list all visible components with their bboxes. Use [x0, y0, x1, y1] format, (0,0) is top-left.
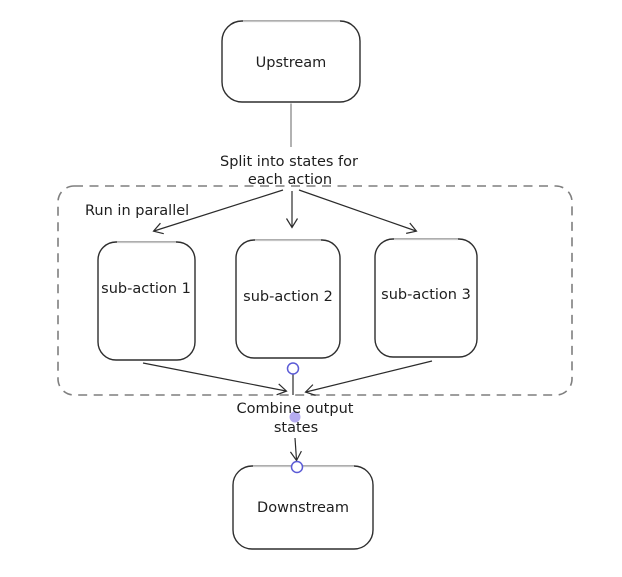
arrow-split-to-sub-action-3[interactable]	[298, 189, 418, 234]
arrow-split-to-sub-action-1[interactable]	[152, 189, 284, 235]
arrow-sub-action-3-to-combine[interactable]	[304, 360, 433, 396]
node-downstream[interactable]: Downstream	[232, 465, 374, 550]
group-label: Run in parallel	[85, 203, 189, 219]
node-upstream-label: Upstream	[256, 55, 327, 71]
node-sub-action-2[interactable]: sub-action 2	[235, 239, 341, 359]
node-sub-action-3[interactable]: sub-action 3	[374, 238, 478, 358]
label-split-line2: each action	[248, 172, 332, 188]
node-sub-action-1-box[interactable]	[97, 241, 196, 361]
connector-handle-downstream[interactable]	[290, 460, 304, 474]
node-sub-action-1-label: sub-action 1	[101, 281, 191, 297]
arrow-combine-to-downstream[interactable]	[289, 437, 302, 462]
node-upstream[interactable]: Upstream	[221, 20, 361, 103]
label-split-line1: Split into states for	[220, 154, 358, 170]
label-combine-line2: states	[274, 420, 318, 436]
node-sub-action-3-label: sub-action 3	[381, 287, 471, 303]
label-combine-line1: Combine output	[237, 401, 354, 417]
midpoint-handle-combine[interactable]	[289, 411, 301, 423]
connector-handle-sub-action-2[interactable]	[286, 362, 300, 375]
node-sub-action-1[interactable]: sub-action 1	[97, 241, 196, 361]
node-downstream-label: Downstream	[257, 500, 349, 516]
arrow-sub-action-1-to-combine[interactable]	[142, 362, 288, 396]
node-sub-action-2-label: sub-action 2	[243, 289, 333, 305]
